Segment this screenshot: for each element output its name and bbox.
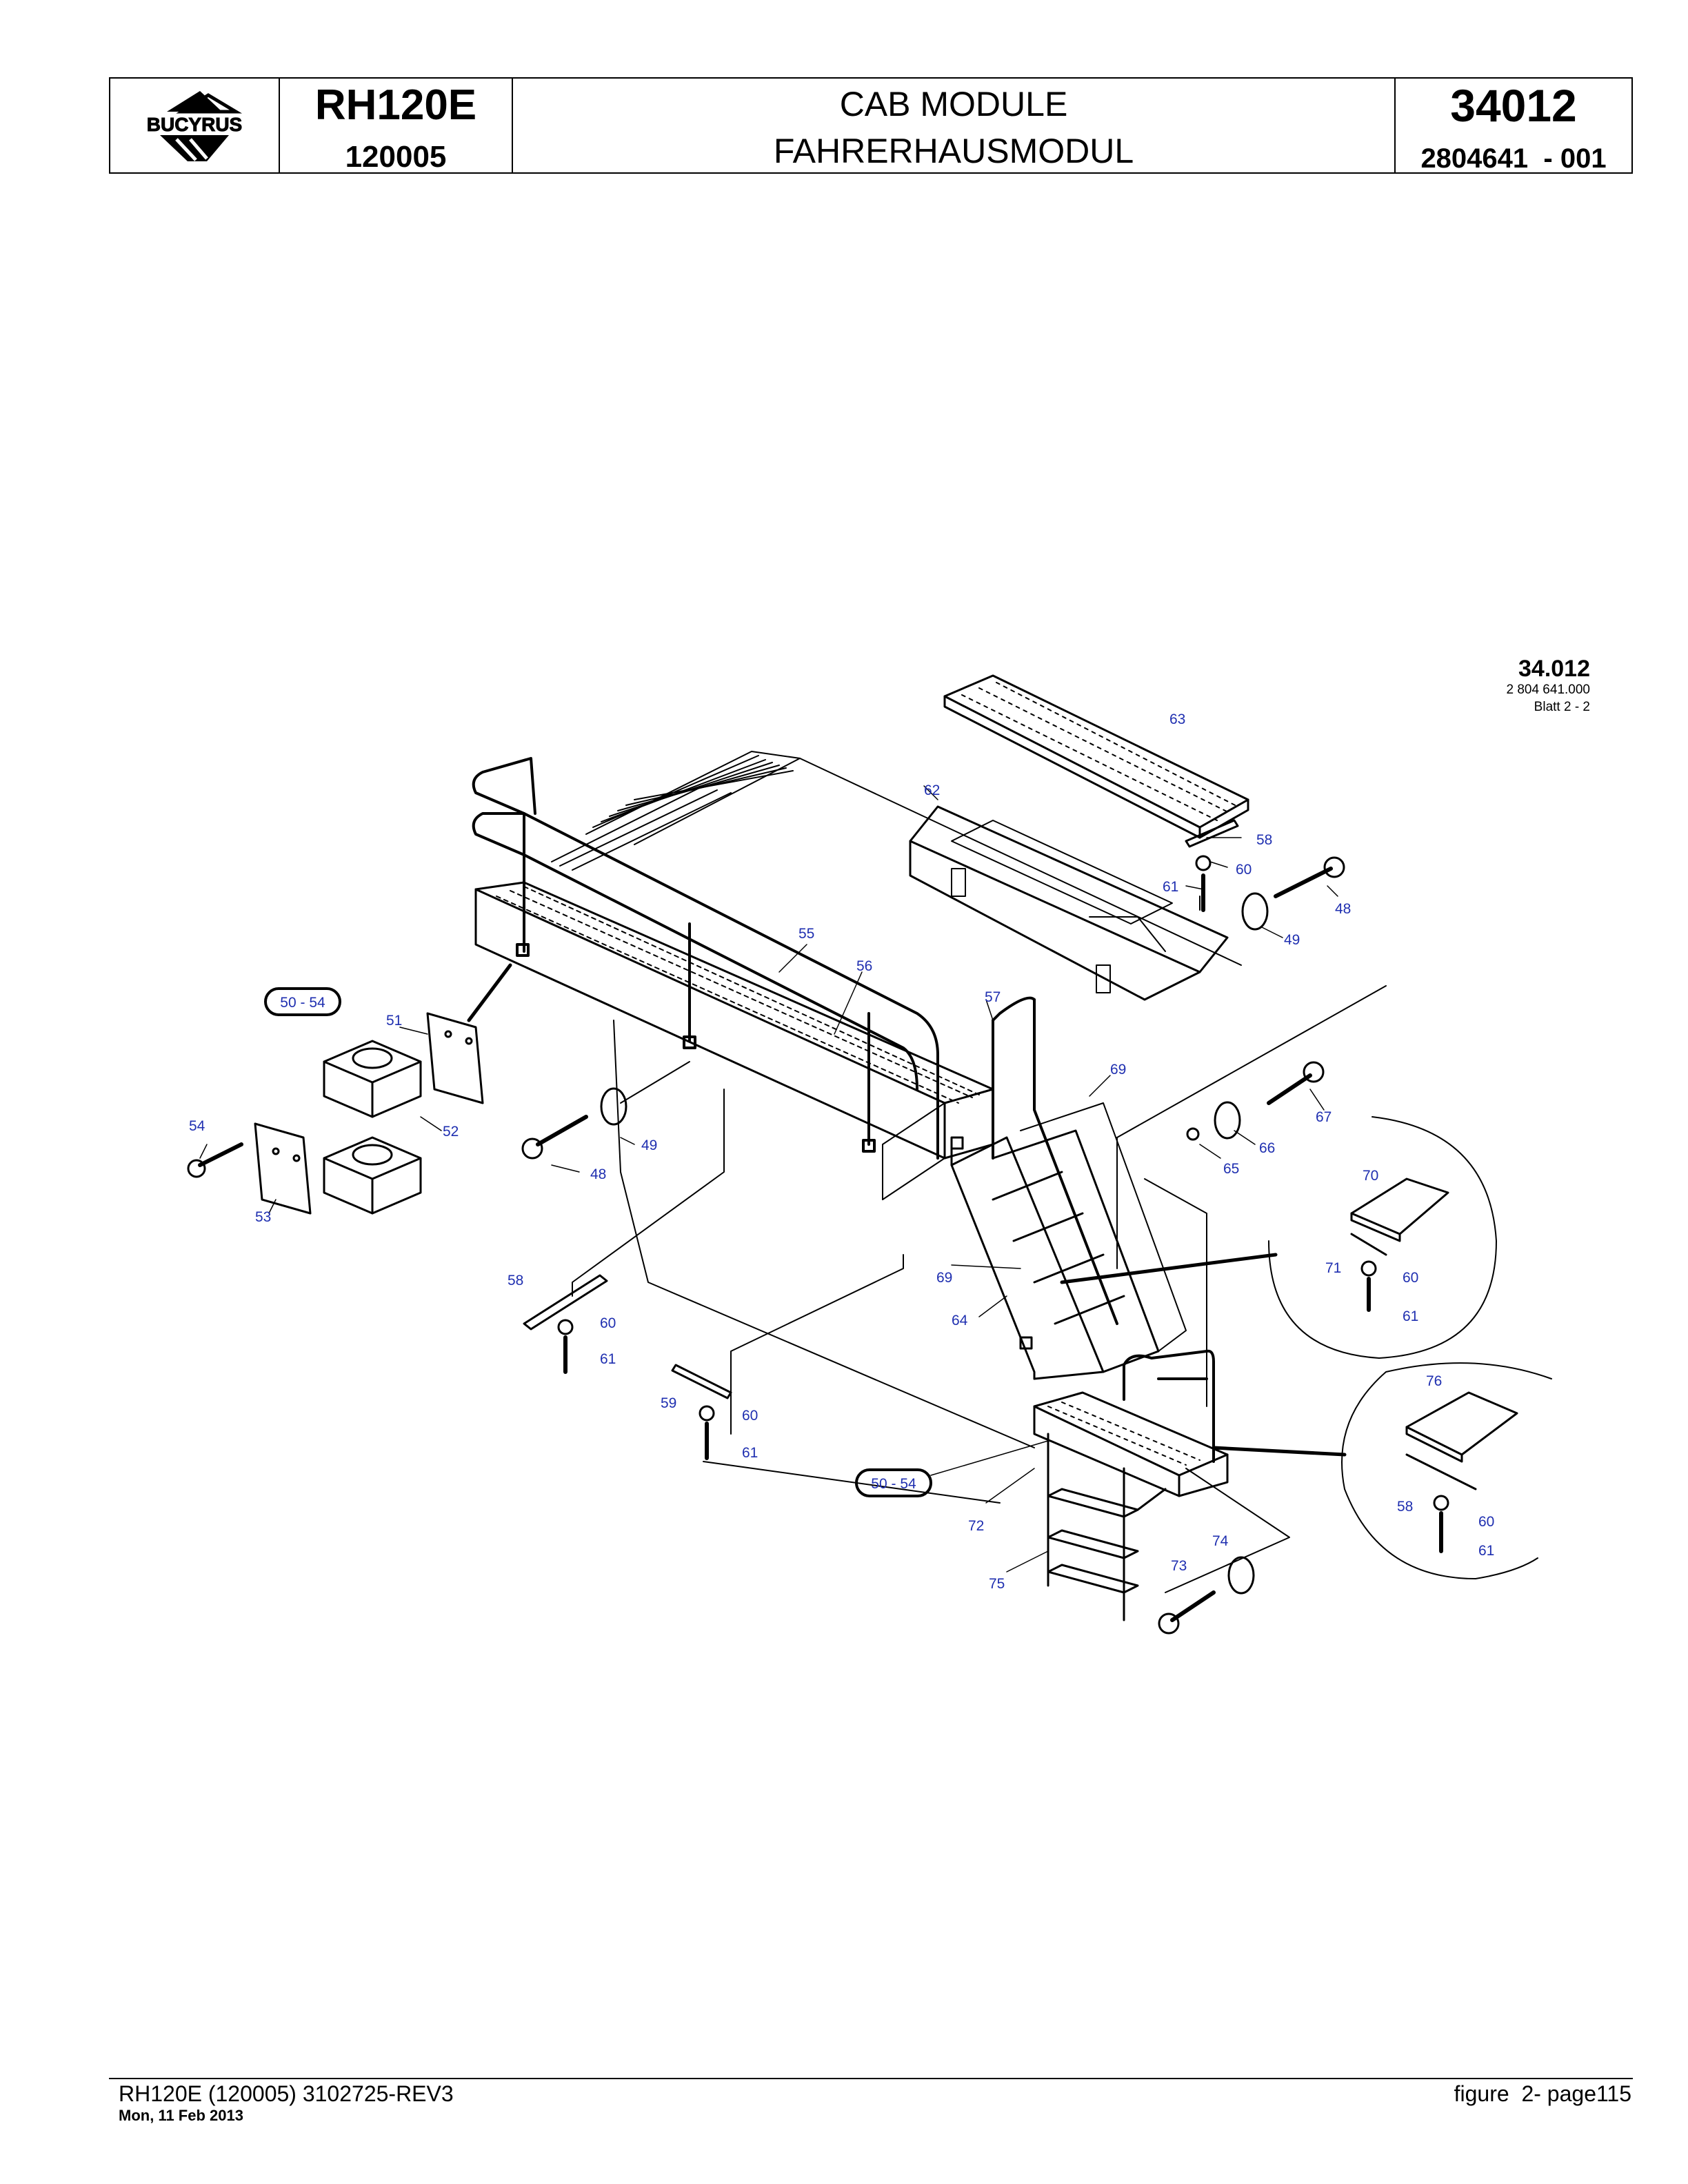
callout-62: 62 [924,782,940,798]
callout-48: 48 [1335,901,1351,917]
callout-55: 55 [798,926,814,942]
callout-60e: 60 [1478,1514,1494,1530]
callout-60c: 60 [742,1408,758,1424]
callout-70: 70 [1363,1168,1378,1184]
lower-landing [1033,1349,1229,1497]
callout-61: 61 [1163,879,1178,895]
callout-58c: 58 [1397,1499,1413,1515]
callout-72: 72 [968,1518,984,1534]
model-name: RH120E [314,81,477,129]
title-english: CAB MODULE [839,85,1068,123]
footer-document-id: RH120E (120005) 3102725-REV3 [119,2081,454,2106]
callout-48b: 48 [590,1166,606,1182]
document-number: 2804641 - 001 [1420,143,1607,174]
range-badge-1: 50 - 54 [264,987,341,1016]
number-cell: 34012 2804641 - 001 [1396,79,1631,172]
roof-grating [551,751,801,871]
callout-51: 51 [386,1013,402,1029]
callout-69: 69 [1110,1062,1126,1078]
callout-58: 58 [1256,832,1272,848]
drawing-number: 2 804 641.000 [1506,682,1590,697]
callout-61e: 61 [1478,1543,1494,1559]
leader-arrows [467,963,1347,1457]
model-cell: RH120E 120005 [280,79,513,172]
model-serial: 120005 [345,140,447,174]
callout-60: 60 [1236,862,1252,878]
sheet-index: Blatt 2 - 2 [1534,700,1590,714]
callout-76: 76 [1426,1373,1442,1389]
callout-49b: 49 [641,1138,657,1153]
title-german: FAHRERHAUSMODUL [773,132,1134,170]
lower-ladder [1047,1433,1167,1621]
callout-61b: 61 [600,1351,616,1367]
callout-69b: 69 [936,1270,952,1286]
detail-tread-70 [1350,1177,1449,1312]
callout-75: 75 [989,1576,1005,1592]
stair-stringers [950,996,1187,1380]
range-badge-2: 50 - 54 [855,1468,932,1497]
callout-66: 66 [1259,1140,1275,1156]
callout-67: 67 [1316,1109,1332,1125]
callout-53: 53 [255,1209,271,1225]
callout-49: 49 [1284,932,1300,948]
callout-71: 71 [1325,1260,1341,1276]
walkway-platform [474,881,994,1200]
callout-57: 57 [985,989,1001,1005]
logo-cell: BUCYRUS [110,79,280,172]
footer-rule [109,2078,1633,2079]
sheet-number: 34012 [1450,80,1577,131]
sheet-reference-number: 34.012 [1518,656,1590,682]
title-block: BUCYRUS RH120E 120005 CAB MODULE FAHRERH… [109,77,1633,174]
callout-74: 74 [1212,1533,1229,1549]
callout-labels: 63 62 58 60 61 48 49 55 56 57 69 67 66 6… [189,711,1494,1592]
callout-61d: 61 [1403,1308,1418,1324]
walkway-handrail [472,757,939,1160]
callout-65: 65 [1223,1161,1239,1177]
detail-circles [1268,1116,1552,1579]
svg-text:50 - 54: 50 - 54 [280,995,325,1011]
callout-73: 73 [1171,1558,1187,1574]
detail-tread-76 [1405,1391,1518,1553]
leader-lines [199,785,1338,1573]
callout-60b: 60 [600,1315,616,1331]
cab-body-outline [572,758,1387,1593]
clamp-plates [523,819,1239,1460]
mounting-blocks [254,1012,484,1215]
footer-page: figure 2- page115 [1454,2081,1631,2106]
footer-date: Mon, 11 Feb 2013 [119,2107,243,2124]
callout-58b: 58 [508,1273,523,1288]
callout-60d: 60 [1403,1270,1418,1286]
fasteners [187,855,1345,1635]
step-plate-63 [943,674,1249,839]
callout-52: 52 [443,1124,459,1140]
title-cell: CAB MODULE FAHRERHAUSMODUL [513,79,1396,172]
callout-64: 64 [952,1313,968,1328]
bucyrus-logo: BUCYRUS [125,91,263,161]
sheet-reference: 34.012 2 804 641.000 Blatt 2 - 2 [1462,656,1590,716]
callout-54: 54 [189,1118,205,1134]
callout-59: 59 [661,1395,676,1411]
svg-text:50 - 54: 50 - 54 [871,1476,916,1492]
bracket-frame [909,805,1229,1001]
callout-61c: 61 [742,1445,758,1461]
callout-63: 63 [1169,711,1185,727]
svg-text:BUCYRUS: BUCYRUS [147,114,242,135]
callout-56: 56 [856,958,872,974]
